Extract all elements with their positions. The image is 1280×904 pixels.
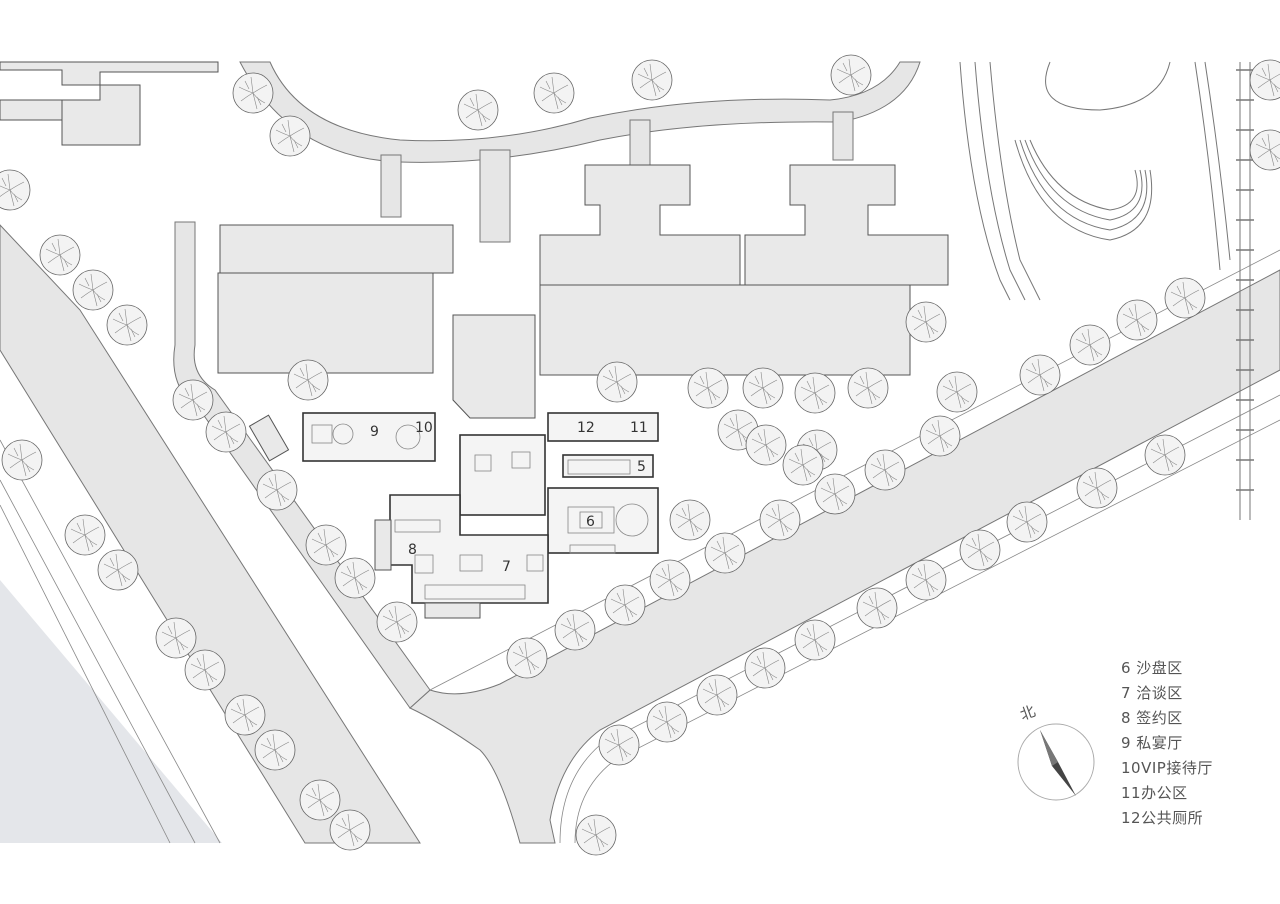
sales-center xyxy=(302,412,659,619)
legend-item-7: 7 洽谈区 xyxy=(1121,684,1183,702)
room-label-12: 12 xyxy=(577,420,595,436)
room-label-8: 8 xyxy=(408,542,417,558)
legend: 6 沙盘区 7 洽谈区 8 签约区 9 私宴厅 10VIP接待厅 11办公区 1… xyxy=(1121,656,1213,831)
main-road-east xyxy=(409,269,1280,844)
legend-item-12: 12公共厕所 xyxy=(1121,809,1204,827)
legend-item-9: 9 私宴厅 xyxy=(1121,734,1183,752)
room-label-10: 10 xyxy=(415,420,433,436)
legend-item-8: 8 签约区 xyxy=(1121,709,1183,727)
room-label-7: 7 xyxy=(502,559,511,575)
room-label-5: 5 xyxy=(637,459,646,475)
room-label-9: 9 xyxy=(370,424,379,440)
curved-access-road xyxy=(239,61,921,163)
room-label-11: 11 xyxy=(630,420,648,436)
legend-item-11: 11办公区 xyxy=(1121,784,1188,802)
central-wedge-building xyxy=(452,314,536,419)
north-arrow-icon xyxy=(1017,723,1095,801)
room-label-6: 6 xyxy=(586,514,595,530)
arena-arcs xyxy=(959,61,1231,301)
legend-item-6: 6 沙盘区 xyxy=(1121,659,1183,677)
legend-item-10: 10VIP接待厅 xyxy=(1121,759,1213,777)
railway xyxy=(1236,62,1254,520)
lake xyxy=(0,580,222,843)
